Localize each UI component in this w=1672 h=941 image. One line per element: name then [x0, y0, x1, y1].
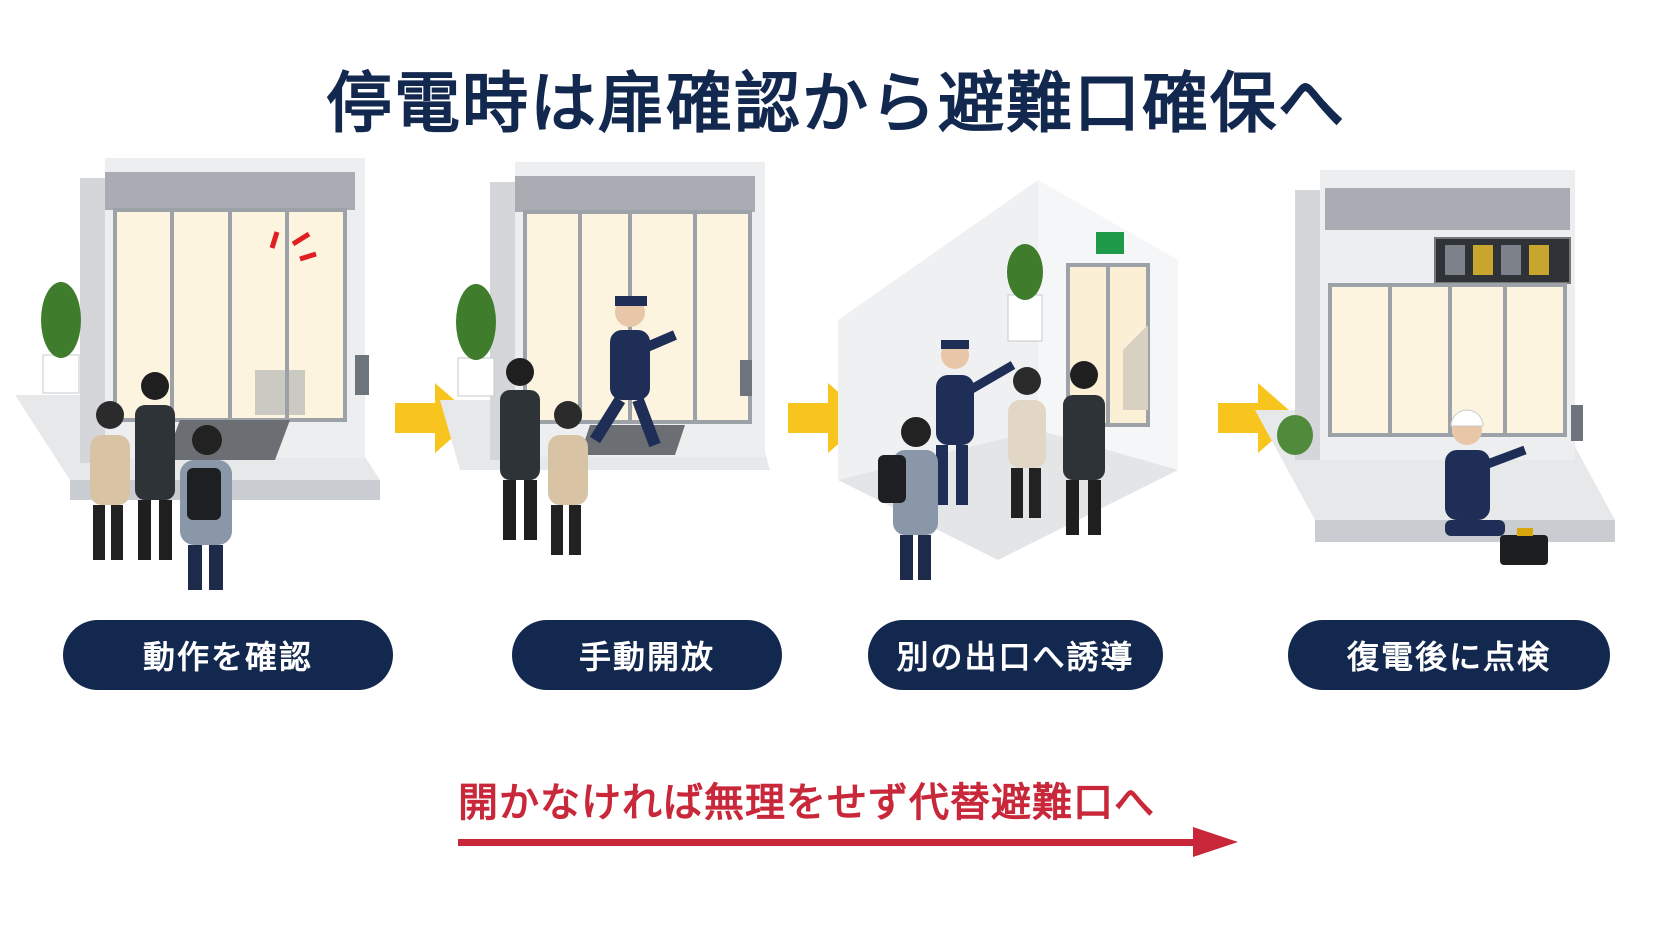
- step-label-guide-alternate-exit: 別の出口へ誘導: [868, 620, 1163, 690]
- scene-guide-alternate-exit: [838, 150, 1208, 620]
- step-label-check-operation: 動作を確認: [63, 620, 393, 690]
- step-label-inspect-after-restore: 復電後に点検: [1288, 620, 1610, 690]
- fallback-note: 開かなければ無理をせず代替避難口へ: [458, 780, 1155, 826]
- red-arrow-icon: [458, 827, 1238, 857]
- page-title: 停電時は扉確認から避難口確保へ: [326, 65, 1346, 142]
- scene-check-operation: [15, 150, 385, 620]
- step-label-manual-opening: 手動開放: [512, 620, 782, 690]
- scene-manual-opening: [440, 150, 810, 620]
- scene-inspect-after-restore: [1255, 150, 1625, 620]
